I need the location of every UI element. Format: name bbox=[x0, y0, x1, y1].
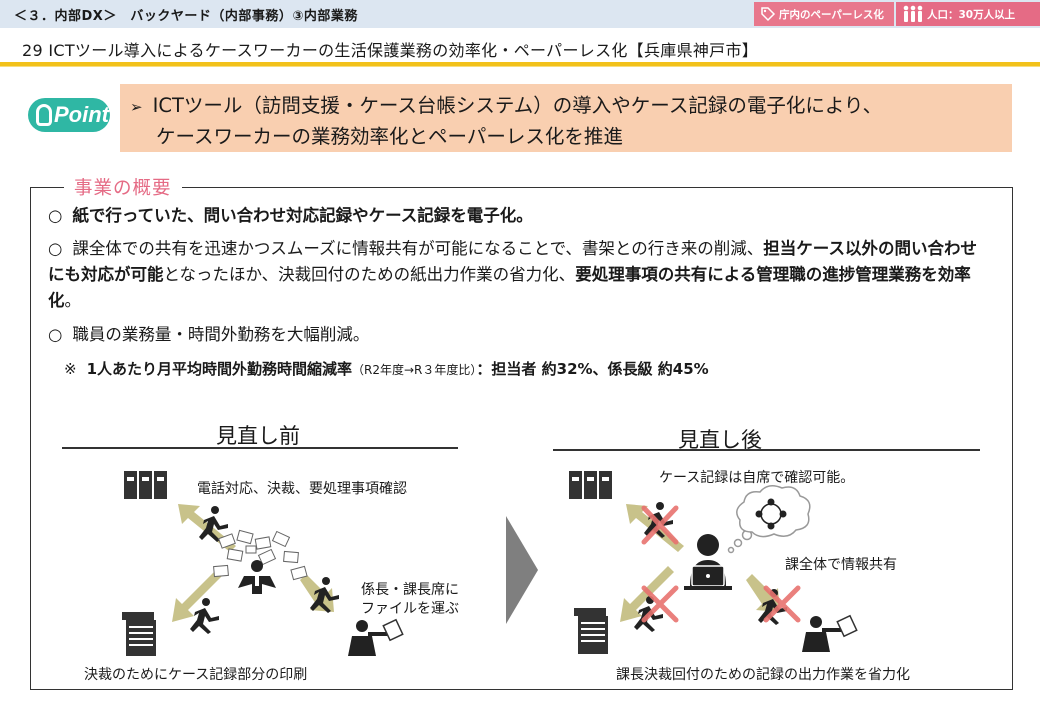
binder-icon bbox=[124, 471, 167, 499]
overview-item-2-c: となったほか、決裁回付のための紙出力作業の省力化、 bbox=[163, 265, 576, 284]
after-underline bbox=[553, 449, 980, 451]
population-badge-label: 人口：30万人以上 bbox=[927, 8, 1016, 21]
note-result: ：担当者 約32%、係長級 約45% bbox=[476, 360, 709, 378]
overview-item-3: ○ 職員の業務量・時間外勤務を大幅削減。 bbox=[48, 322, 988, 348]
runner-icon bbox=[310, 577, 339, 613]
bullet-mark: ○ bbox=[48, 239, 63, 258]
note-label: 1人あたり月平均時間外勤務時間縮減率 bbox=[86, 360, 353, 378]
title-rule bbox=[0, 62, 1040, 66]
paperless-badge-label: 庁内のペーパーレス化 bbox=[779, 8, 884, 21]
bullet-mark: ○ bbox=[48, 325, 63, 344]
overview-item-2: ○ 課全体での共有を迅速かつスムーズに情報共有が可能になることで、書架との行き来の… bbox=[48, 236, 988, 314]
note-mark: ※ bbox=[64, 360, 77, 378]
note-period: （R2年度→R３年度比） bbox=[352, 363, 477, 377]
binder-icon bbox=[569, 471, 612, 499]
title-rule-light bbox=[0, 66, 1040, 67]
paper-icon bbox=[213, 529, 308, 581]
point-logo: Point bbox=[28, 98, 110, 132]
after-label-share: 課全体で情報共有 bbox=[785, 557, 897, 573]
thought-bubble-dots bbox=[727, 529, 753, 554]
before-label-right-1: 係長・課長席に bbox=[361, 582, 459, 598]
laptop-user-icon bbox=[684, 534, 732, 590]
after-label-top: ケース記録は自席で確認可能。 bbox=[659, 470, 855, 486]
breadcrumb: ＜３．内部DX＞ バックヤード（内部事務）③内部業務 bbox=[14, 9, 358, 24]
overtime-note: ※ 1人あたり月平均時間外勤務時間縮減率（R2年度→R３年度比）：担当者 約32%… bbox=[64, 358, 709, 379]
population-badge: 人口：30万人以上 bbox=[896, 2, 1040, 26]
point-logo-text: Point bbox=[54, 102, 109, 127]
tag-icon bbox=[761, 7, 776, 22]
runner-icon bbox=[199, 506, 228, 542]
overview-item-1-text: 紙で行っていた、問い合わせ対応記録やケース記録を電子化。 bbox=[72, 206, 533, 225]
before-label-bottom: 決裁のためにケース記録部分の印刷 bbox=[84, 667, 308, 683]
people-icon bbox=[903, 5, 923, 22]
point-summary: ➢ ICTツール（訪問支援・ケース台帳システム）の導入やケース記録の電子化により、… bbox=[120, 84, 1012, 152]
after-label-bottom: 課長決裁回付のための記録の出力作業を省力化 bbox=[616, 667, 910, 683]
overview-item-2-b: 担当ケース以外の問い合わせにも対応が可能 bbox=[48, 239, 977, 284]
before-label-top: 電話対応、決裁、要処理事項確認 bbox=[197, 481, 407, 497]
paperless-badge: 庁内のペーパーレス化 bbox=[754, 2, 894, 26]
chevron-right-icon bbox=[506, 516, 538, 624]
point-line-1: ICTツール（訪問支援・ケース台帳システム）の導入やケース記録の電子化により、 bbox=[152, 94, 883, 117]
overview-heading: 事業の概要 bbox=[64, 174, 182, 200]
overview-item-2-a: 課全体での共有を迅速かつスムーズに情報共有が可能になることで、書架との行き来の削… bbox=[72, 239, 764, 258]
cross-icon bbox=[641, 505, 679, 545]
runner-icon bbox=[190, 598, 219, 634]
arrow-bullet-icon: ➢ bbox=[130, 98, 143, 116]
manager-icon bbox=[802, 614, 858, 652]
cloud-share-icon bbox=[736, 485, 811, 538]
overview-item-1: ○ 紙で行っていた、問い合わせ対応記録やケース記録を電子化。 bbox=[48, 203, 988, 229]
overview-item-2-e: 。 bbox=[64, 291, 82, 310]
staff-icon bbox=[238, 560, 276, 594]
arrow-to-copier bbox=[172, 566, 226, 622]
before-underline bbox=[62, 447, 458, 449]
point-line-2: ケースワーカーの業務効率化とペーパーレス化を推進 bbox=[156, 125, 623, 148]
before-heading: 見直し前 bbox=[216, 424, 300, 448]
overview-box bbox=[30, 187, 1013, 690]
before-label-right-2: ファイルを運ぶ bbox=[361, 601, 459, 617]
manager-icon bbox=[348, 618, 404, 656]
page-title: 29 ICTツール導入によるケースワーカーの生活保護業務の効率化・ペーパーレス化… bbox=[22, 41, 759, 60]
copier-icon bbox=[574, 608, 608, 654]
overview-item-3-text: 職員の業務量・時間外勤務を大幅削減。 bbox=[72, 325, 370, 344]
after-heading: 見直し後 bbox=[678, 428, 762, 452]
bullet-mark: ○ bbox=[48, 206, 63, 225]
copier-icon bbox=[122, 612, 156, 656]
overview-item-2-d: 要処理事項の共有による管理職の進捗管理業務を効率化 bbox=[48, 265, 971, 310]
cross-icon bbox=[763, 585, 801, 623]
lightbulb-icon bbox=[36, 104, 52, 126]
cross-icon bbox=[641, 585, 679, 623]
